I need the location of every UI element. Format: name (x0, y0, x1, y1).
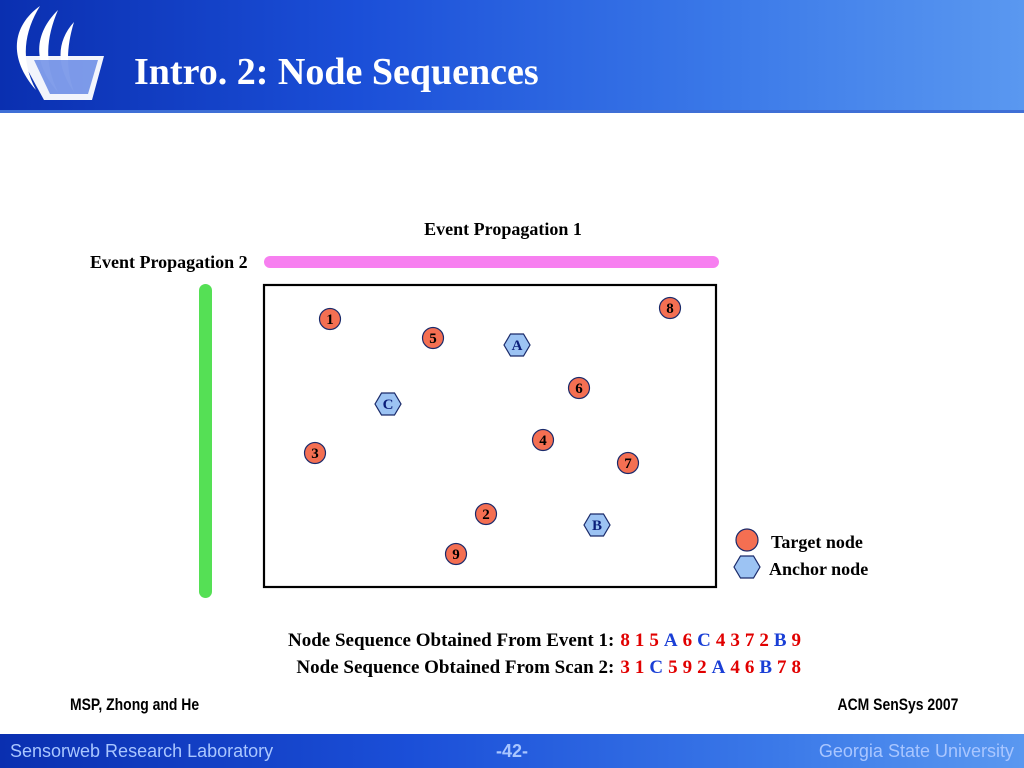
sequence-token: 1 (634, 657, 645, 678)
sequence-token: 4 (730, 657, 740, 678)
target-node-1: 1 (318, 307, 342, 331)
sequence-token: 9 (791, 630, 802, 651)
target-node-8: 8 (658, 296, 682, 320)
sequence-token: 1 (634, 630, 645, 651)
slide-title: Intro. 2: Node Sequences (134, 51, 539, 93)
footer-conference: ACM SenSys 2007 (837, 695, 958, 714)
sequence-token: C (649, 657, 664, 678)
sequence-token: 3 (730, 630, 740, 651)
target-node-shape (531, 428, 555, 452)
sensor-field-box (262, 283, 718, 589)
anchor-node-a: A (503, 333, 531, 357)
target-node-5: 5 (421, 326, 445, 350)
node-label: 2 (482, 507, 490, 523)
sequence-token: A (663, 630, 678, 651)
target-node-7: 7 (616, 451, 640, 475)
legend: Target node Anchor node (733, 528, 868, 579)
target-node-shape (421, 326, 445, 350)
sequence-token: 5 (649, 630, 659, 651)
anchor-node-shape (374, 392, 402, 416)
target-node-shape (658, 296, 682, 320)
target-node-9: 9 (444, 542, 468, 566)
node-label: A (512, 338, 523, 354)
sequence-token: 8 (620, 630, 630, 651)
slide-header: Intro. 2: Node Sequences (0, 0, 1024, 110)
sequence-token: B (773, 630, 787, 651)
bottom-bar: Sensorweb Research Laboratory -42- Georg… (0, 734, 1024, 768)
target-node-shape (616, 451, 640, 475)
event-propagation-1-label: Event Propagation 1 (424, 219, 582, 239)
anchor-node-shape (583, 513, 611, 537)
node-label: 3 (311, 446, 319, 462)
node-label: 1 (326, 312, 334, 328)
target-node-shape (567, 376, 591, 400)
page-number: -42- (495, 741, 528, 761)
sequence-token: B (759, 657, 772, 678)
footer-university: Georgia State University (818, 741, 1014, 761)
node-label: 8 (666, 301, 674, 317)
target-node-shape (474, 502, 498, 526)
sequence-token: 2 (759, 630, 769, 651)
event-propagation-1-bar (264, 256, 719, 268)
sequence-token: 8 (791, 657, 802, 678)
event-propagation-2-label: Event Propagation 2 (90, 252, 248, 272)
sequence-token: 7 (777, 657, 787, 678)
scan2-sequence-label: Node Sequence Obtained From Scan 2: (296, 657, 615, 678)
anchor-node-c: C (374, 392, 402, 416)
node-label: 5 (429, 331, 437, 347)
sequence-token: 9 (682, 657, 693, 678)
target-node-3: 3 (303, 441, 327, 465)
sequence-token: 5 (668, 657, 678, 678)
target-node-shape (303, 441, 327, 465)
sequence-token: 7 (744, 630, 755, 651)
sequence-token: 3 (620, 657, 630, 678)
footer-lab-name: Sensorweb Research Laboratory (10, 741, 274, 761)
footer-authors: MSP, Zhong and He (70, 695, 200, 714)
sequence-token: 6 (744, 657, 755, 678)
sequence-token: 2 (697, 657, 707, 678)
target-node-6: 6 (567, 376, 591, 400)
target-node-legend-icon (735, 528, 759, 552)
target-node-shape (318, 307, 342, 331)
node-label: 6 (575, 381, 583, 397)
node-label: B (592, 518, 602, 534)
node-label: 7 (624, 456, 632, 472)
target-node-2: 2 (474, 502, 498, 526)
target-node-shape (444, 542, 468, 566)
header-divider (0, 110, 1024, 113)
flame-logo-icon (16, 6, 104, 100)
node-diagram: Event Propagation 1 Event Propagation 2 … (90, 219, 868, 598)
sequence-token: A (711, 657, 726, 678)
event-propagation-2-bar (199, 284, 212, 598)
node-label: 9 (452, 547, 460, 563)
node-label: C (383, 397, 394, 413)
anchor-node-legend-icon (733, 555, 761, 579)
sequence-token: 6 (682, 630, 693, 651)
anchor-node-b: B (583, 513, 611, 537)
node-label: 4 (539, 433, 547, 449)
sequence-token: C (697, 630, 711, 651)
anchor-node-legend-label: Anchor node (769, 559, 868, 579)
target-node-4: 4 (531, 428, 555, 452)
target-node-legend-label: Target node (771, 532, 863, 552)
event1-sequence-label: Node Sequence Obtained From Event 1: (288, 630, 615, 651)
anchor-node-shape (503, 333, 531, 357)
sequence-token: 4 (715, 630, 726, 651)
